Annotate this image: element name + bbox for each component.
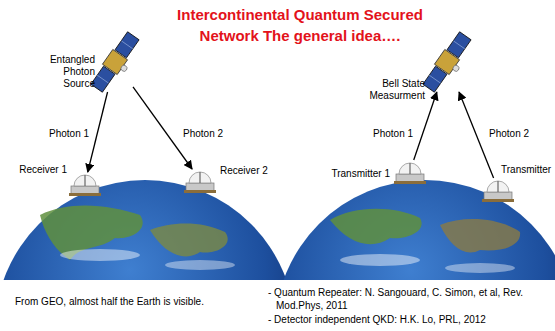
reference-note: - Detector independent QKD: H.K. Lo, PRL… [268, 313, 550, 326]
satellite [89, 31, 145, 97]
ground-station: Transmitter [482, 178, 514, 200]
node-label: Entangled Photon Source [43, 54, 95, 90]
satellite-node: Bell State Measurment [429, 32, 465, 92]
node-label: Bell State Measurment [361, 78, 425, 102]
photon-arrow [88, 92, 108, 172]
node-label: Transmitter [501, 164, 553, 176]
note-text: From GEO, almost half the Earth is visib… [15, 295, 255, 308]
photon-arrow [414, 92, 437, 160]
land [40, 206, 143, 260]
earth-right [275, 180, 555, 280]
node-label: Transmitter 1 [326, 168, 390, 180]
satellite [421, 31, 477, 97]
edge-label: Photon 1 [372, 128, 414, 140]
node-label: Receiver 2 [220, 165, 280, 177]
ground-station: Receiver 1 [69, 172, 101, 194]
observatory-dome [482, 181, 514, 202]
edge-label: Photon 2 [182, 128, 224, 140]
observatory-dome [184, 172, 216, 193]
land [330, 209, 422, 244]
earth-left [0, 180, 295, 280]
edge-label: Photon 1 [48, 128, 90, 140]
earth-globes [0, 180, 555, 280]
node-label: Receiver 1 [17, 164, 67, 176]
edge-label: Photon 2 [488, 128, 530, 140]
reference-note: - Quantum Repeater: N. Sangouard, C. Sim… [268, 286, 550, 312]
land [150, 224, 228, 257]
land [440, 219, 520, 252]
title-text: Intercontinental Quantum Secured Network… [150, 4, 450, 46]
ground-station: Receiver 2 [184, 169, 216, 191]
ground-station: Transmitter 1 [394, 160, 426, 182]
observatory-dome [394, 163, 426, 184]
satellite-node: Entangled Photon Source [97, 32, 133, 92]
observatory-dome [69, 175, 101, 196]
